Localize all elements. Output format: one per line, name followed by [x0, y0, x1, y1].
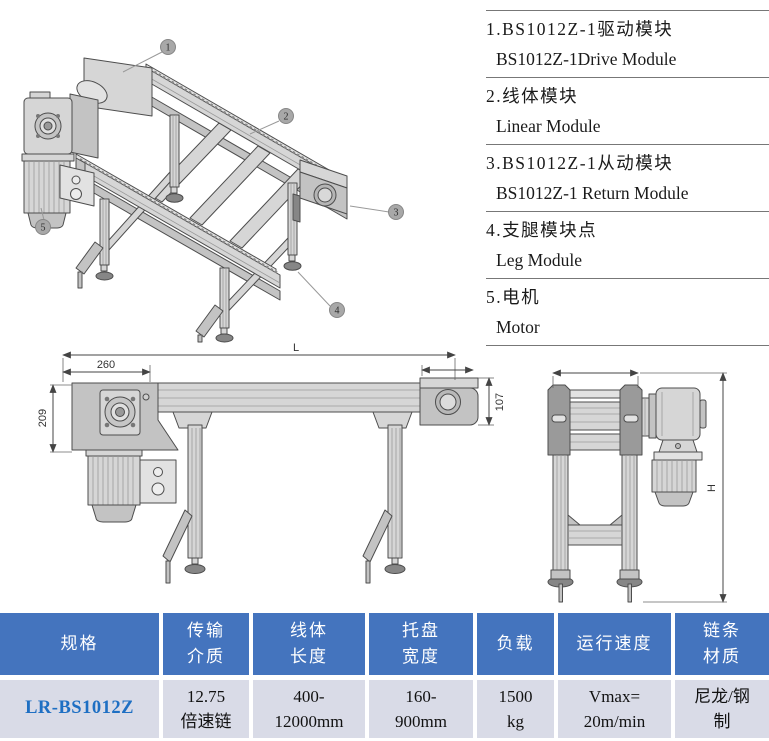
dimension-L: L	[62, 342, 456, 382]
dim-209-label: 209	[37, 409, 49, 427]
cell-pallet-width: 160- 900mm	[369, 680, 473, 738]
side-view-leg-1	[162, 411, 213, 584]
callout-2-number: 2	[284, 112, 289, 123]
legend-zh-label: 4.支腿模块点	[486, 220, 598, 240]
dimension-260: 260	[62, 359, 151, 382]
callout-5: 5	[35, 219, 51, 235]
dimension-return-width	[421, 365, 474, 376]
legend-zh-label: 2.线体模块	[486, 86, 579, 106]
cell-line-length: 400- 12000mm	[253, 680, 365, 738]
callout-5-number: 5	[41, 223, 46, 234]
col-header-speed: 运行速度	[558, 613, 671, 675]
dimension-209: 209	[37, 384, 72, 453]
cell-speed: Vmax= 20m/min	[558, 680, 671, 738]
side-view-drawing: L 260 209 107	[37, 342, 506, 584]
legend-zh-label: 5.电机	[486, 287, 541, 307]
col-header-line-length: 线体 长度	[253, 613, 365, 675]
legend-item-leg-module: 4.支腿模块点 Leg Module	[486, 211, 769, 278]
callout-1: 1	[160, 39, 176, 55]
col-header-pallet-width: 托盘 宽度	[369, 613, 473, 675]
callout-1-number: 1	[166, 43, 171, 54]
legend-zh-label: 1.BS1012Z-1驱动模块	[486, 19, 674, 39]
legend-en-label: BS1012Z-1 Return Module	[496, 183, 689, 203]
legend-en-label: Linear Module	[496, 116, 601, 136]
legend-en-label: Leg Module	[496, 250, 583, 270]
dim-107-label: 107	[494, 393, 506, 411]
callout-3-number: 3	[394, 208, 399, 219]
cell-model: LR-BS1012Z	[0, 680, 159, 738]
dimension-H: H	[640, 372, 727, 603]
dim-L-label: L	[293, 342, 299, 354]
col-header-spec: 规格	[0, 613, 159, 675]
callout-4: 4	[329, 302, 345, 318]
isometric-drawing: 1 2 3 4 5	[21, 39, 404, 343]
dim-260-label: 260	[97, 359, 115, 371]
dim-H-label: H	[706, 484, 718, 492]
cell-transfer-medium: 12.75 倍速链	[163, 680, 249, 738]
legend-en-label: Motor	[496, 317, 540, 337]
legend-zh-label: 3.BS1012Z-1从动模块	[486, 153, 674, 173]
col-header-chain-material: 链条 材质	[675, 613, 769, 675]
col-header-load: 负载	[477, 613, 554, 675]
legend-item-linear-module: 2.线体模块 Linear Module	[486, 77, 769, 144]
callout-4-number: 4	[335, 306, 340, 317]
legend-item-return-module: 3.BS1012Z-1从动模块 BS1012Z-1 Return Module	[486, 144, 769, 211]
cell-chain-material: 尼龙/钢 制	[675, 680, 769, 738]
legend-en-label: BS1012Z-1Drive Module	[496, 49, 677, 69]
callout-2: 2	[278, 108, 294, 124]
spec-table: 规格 传输 介质 线体 长度 托盘 宽度 负载 运行速度 链条 材质 LR-BS…	[0, 613, 769, 738]
side-view-leg-2	[362, 411, 413, 584]
dimension-107: 107	[478, 377, 506, 426]
dimension-frame-width	[552, 369, 639, 388]
cell-load: 1500 kg	[477, 680, 554, 738]
legend-item-drive-module: 1.BS1012Z-1驱动模块 BS1012Z-1Drive Module	[486, 10, 769, 77]
col-header-transfer-medium: 传输 介质	[163, 613, 249, 675]
callout-3: 3	[388, 204, 404, 220]
end-view-drawing: H	[547, 369, 727, 603]
parts-legend: 1.BS1012Z-1驱动模块 BS1012Z-1Drive Module 2.…	[486, 10, 769, 346]
legend-item-motor: 5.电机 Motor	[486, 278, 769, 346]
